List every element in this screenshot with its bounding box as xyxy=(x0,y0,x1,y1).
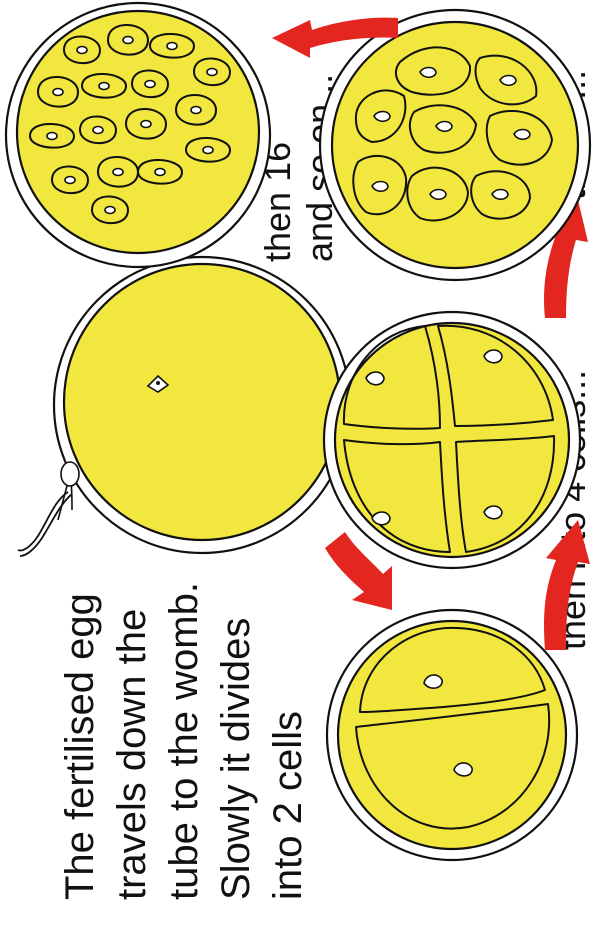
four-cell-nucleus-4 xyxy=(484,506,502,519)
four-cell-nucleus-1 xyxy=(366,372,384,385)
four-cell-nucleus-3 xyxy=(372,512,390,525)
egg-yolk xyxy=(64,264,340,540)
egg-nucleus-dot xyxy=(156,381,160,385)
eight-cell-nucleus-2 xyxy=(500,76,516,86)
sixteen-cell-nucleus-8 xyxy=(191,107,201,114)
intro-caption-line-3: tube to the womb. xyxy=(162,582,206,900)
eight-cell-nucleus-7 xyxy=(430,190,446,200)
eight-cell-nucleus-5 xyxy=(514,130,530,140)
intro-caption-line-2: travels down the xyxy=(110,609,154,900)
two-cell-stage xyxy=(327,610,577,860)
sperm-icon xyxy=(18,462,79,556)
four-cell-yolk xyxy=(335,323,569,557)
sixteen-cell-nucleus-9 xyxy=(47,133,57,140)
two-cell-yolk xyxy=(338,621,566,849)
eight-cell-nucleus-6 xyxy=(372,182,388,192)
sixteen-cell-nucleus-4 xyxy=(207,69,217,76)
sixteen-cell-nucleus-1 xyxy=(77,47,87,54)
sixteen-cell-nucleus-6 xyxy=(99,83,109,90)
eight-cell-nucleus-4 xyxy=(436,122,452,132)
four-cell-stage xyxy=(324,312,580,568)
sixteen-cell-nucleus-15 xyxy=(155,169,165,176)
sixteen-cell-nucleus-14 xyxy=(113,169,123,176)
four-cell-nucleus-2 xyxy=(484,350,502,363)
intro-caption-line-1: The fertilised egg xyxy=(58,593,102,900)
eight-cell-nucleus-3 xyxy=(374,112,390,122)
sixteen-cell-nucleus-2 xyxy=(123,37,133,44)
intro-caption-line-4: Slowly it divides xyxy=(214,618,258,900)
eight-cell-yolk xyxy=(332,22,578,268)
sixteen-cell-nucleus-13 xyxy=(65,177,75,184)
intro-caption-line-5: into 2 cells xyxy=(266,711,310,900)
eight-cell-stage xyxy=(320,10,590,280)
sixteen-cell-nucleus-10 xyxy=(93,127,103,134)
sixteen-cell-stage xyxy=(6,3,270,267)
sixteen-cell-nucleus-5 xyxy=(53,89,63,96)
sixteen-cell-nucleus-11 xyxy=(141,121,151,128)
eight-cell-nucleus-8 xyxy=(492,190,508,200)
intro-caption: The fertilised egg travels down the tube… xyxy=(58,582,310,900)
sixteen-cell-nucleus-12 xyxy=(203,147,213,154)
fertilised-egg xyxy=(18,257,350,556)
eight-cell-nucleus-1 xyxy=(420,68,436,78)
sixteen-cell-nucleus-16 xyxy=(105,207,115,214)
sixteen-cell-nucleus-7 xyxy=(145,81,155,88)
sperm-head xyxy=(61,462,79,486)
sperm-tail xyxy=(18,492,68,550)
two-cell-nucleus-2 xyxy=(454,763,472,776)
two-cell-nucleus-1 xyxy=(424,675,442,688)
sixteen-cell-nucleus-3 xyxy=(167,43,177,50)
